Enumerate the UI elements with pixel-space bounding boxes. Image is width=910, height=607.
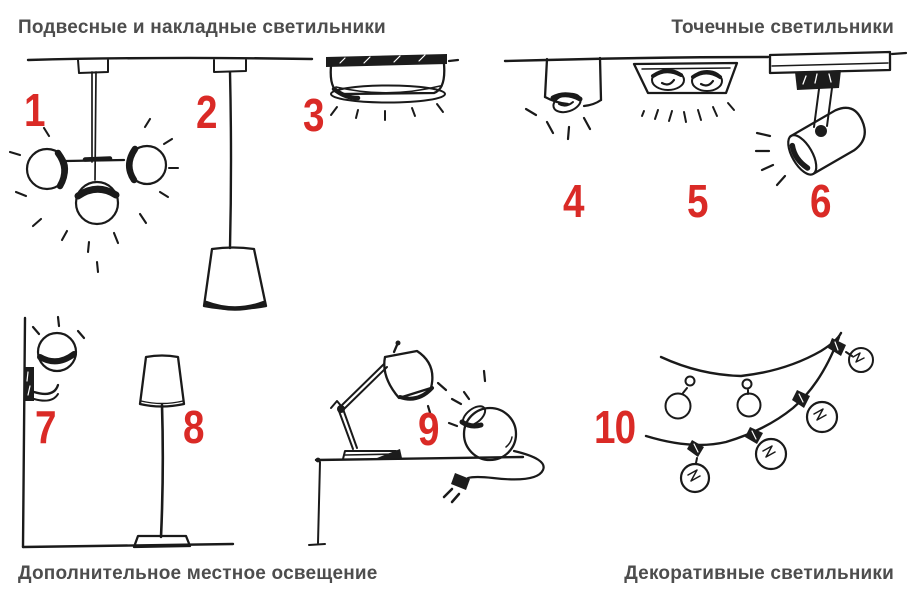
wall-line [21,316,27,549]
item-number-3: 3 [303,89,324,141]
section-title-decorative: Декоративные светильники [624,563,894,584]
track-spotlight-icon [754,50,892,187]
table-top-line [314,455,525,462]
light-rays [754,131,787,187]
item-number-6: 6 [810,175,831,227]
round-surface-ceiling-lamp-icon [326,54,447,121]
ceiling-line-left [26,56,460,63]
light-rays [426,369,487,428]
item-number-7: 7 [35,401,56,453]
light-rays [31,315,86,340]
light-rays [330,103,444,121]
ceiling-line-right [503,51,908,63]
floor-lamp-icon [132,354,192,549]
section-title-spot-lights: Точечные светильники [671,17,894,38]
wall-sconce-icon [21,315,235,549]
item-number-10: 10 [594,401,636,453]
floor-line [21,542,235,549]
power-plug [451,473,470,490]
item-number-8: 8 [183,401,204,453]
item-number-1: 1 [24,84,45,136]
garland-cord-lower [644,335,841,447]
section-title-pendant-surface: Подвесные и накладные светильники [18,17,386,38]
item-number-4: 4 [563,175,584,227]
light-rays [524,107,592,141]
item-number-2: 2 [196,86,217,138]
garland-cord-upper [659,331,843,378]
three-globe-chandelier-icon [8,59,180,274]
cylinder-ceiling-spot-icon [524,56,603,141]
recessed-double-spot-icon [632,61,739,123]
item-number-5: 5 [687,175,708,227]
table-leg-line [317,461,321,544]
light-rays [641,102,735,123]
light-rays [8,117,180,274]
section-title-local-lighting: Дополнительное местное освещение [18,563,378,584]
cone-pendant-lamp-icon [202,59,268,311]
desk-lamps-icon [308,340,545,546]
power-cord [466,449,545,481]
item-number-9: 9 [418,403,439,455]
string-lights-garland-icon [644,331,874,494]
